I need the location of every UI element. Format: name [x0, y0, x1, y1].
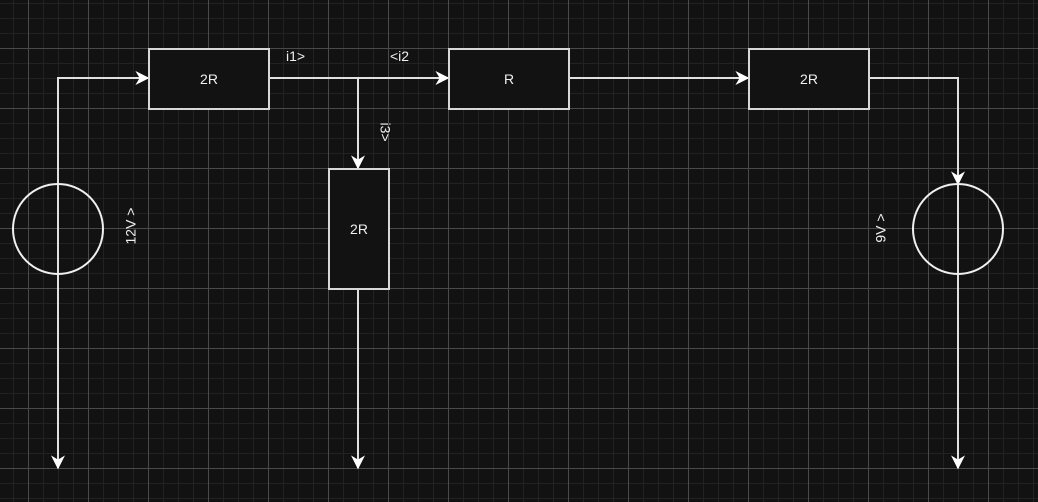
wire-v1-to-r1 — [57, 71, 150, 230]
source-label-v1: 12V > — [122, 207, 139, 245]
resistor-r4[interactable]: 2R — [748, 48, 870, 110]
voltage-source-v2 — [912, 183, 1004, 275]
resistor-label: R — [503, 71, 515, 87]
resistor-r3[interactable]: 2R — [328, 168, 390, 290]
resistor-r2[interactable]: R — [448, 48, 570, 110]
voltage-source-v1 — [12, 183, 104, 275]
resistor-label: 2R — [350, 221, 368, 237]
current-label-i3: i3> — [377, 122, 394, 142]
resistor-label: 2R — [200, 71, 218, 87]
current-label-i2: <i2 — [390, 48, 410, 64]
source-label-v2: 9V > — [872, 213, 889, 243]
current-label-i1: i1> — [286, 48, 306, 64]
wire-r4-to-v2 — [868, 77, 965, 186]
resistor-r1[interactable]: 2R — [148, 48, 270, 110]
resistor-label: 2R — [800, 71, 818, 87]
